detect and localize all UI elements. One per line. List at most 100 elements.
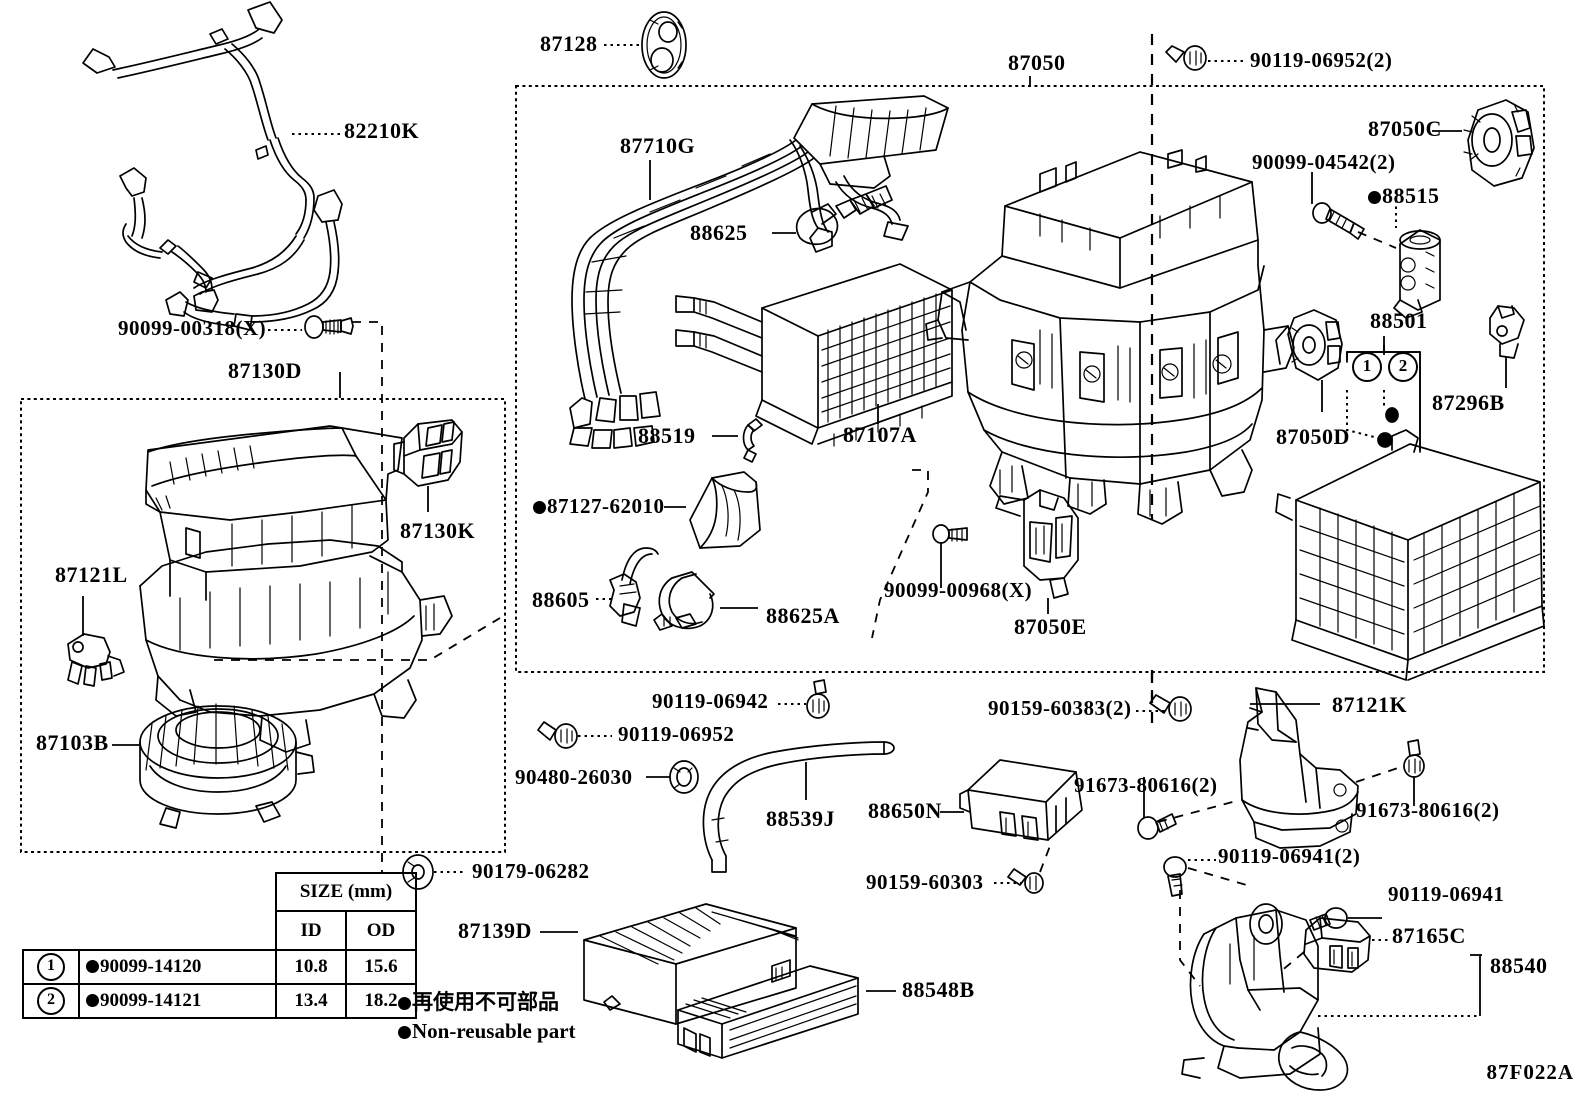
label-87121L: 87121L	[55, 562, 128, 587]
label-90099-00968: 90099-00968(X)	[884, 578, 1033, 602]
label-88548B: 88548B	[902, 977, 975, 1002]
part-88605-sensor	[609, 547, 659, 627]
part-87139D-cabin-filter	[583, 903, 799, 1025]
label-90119-06941: 90119-06941	[1388, 882, 1505, 906]
row-circle-number: 2	[37, 987, 65, 1015]
part-evaporator-core	[1275, 429, 1545, 681]
part-87050-hvac-case	[925, 149, 1295, 525]
label-90119-06941-2: 90119-06941(2)	[1218, 844, 1361, 868]
label-87107A: 87107A	[843, 422, 917, 447]
label-87165C: 87165C	[1392, 923, 1466, 948]
label-87050: 87050	[1008, 50, 1066, 75]
part-90099-00318-screw	[304, 315, 354, 339]
part-90099-04542-2-bolt	[1312, 202, 1365, 240]
label-87128: 87128	[540, 31, 598, 56]
label-87130D: 87130D	[228, 358, 302, 383]
row-id-cell: 10.8	[275, 949, 347, 985]
nonreusable-dot-icon	[1368, 191, 1381, 204]
part-87128-motor	[641, 11, 687, 79]
part-90159-60303-screw	[1007, 868, 1044, 894]
part-87121L-clip	[67, 633, 125, 687]
part-88519-clip	[742, 418, 763, 463]
size-header: SIZE (mm)	[275, 872, 417, 912]
nonreusable-dot-icon	[533, 501, 546, 514]
diagram-code: 87F022A	[1486, 1060, 1574, 1084]
part-88650N-amplifier	[959, 759, 1083, 841]
nonreusable-dot-icon	[398, 1026, 411, 1039]
size-legend-table: SIZE (mm) ID OD 1 90099-14120 10.8 15.6 …	[22, 872, 417, 1019]
label-87121K: 87121K	[1332, 692, 1408, 717]
part-91673-80616-2-bolt-right	[1403, 739, 1425, 778]
part-90480-26030-grommet	[669, 760, 699, 794]
label-82210K: 82210K	[344, 118, 420, 143]
label-88519: 88519	[638, 423, 696, 448]
table-row: 1 90099-14120 10.8 15.6	[22, 949, 417, 985]
label-90119-06952: 90119-06952	[618, 722, 735, 746]
part-87130K-resistor	[393, 419, 463, 487]
label-87050C: 87050C	[1368, 116, 1442, 141]
row-number-cell: 1	[22, 949, 80, 985]
group-box-87130D	[20, 398, 506, 853]
label-87710G: 87710G	[620, 133, 696, 158]
part-87127-62010-seal	[689, 471, 761, 549]
part-88625-clamp	[795, 185, 893, 246]
part-87710G-wiring	[569, 95, 949, 449]
label-90159-60383-2: 90159-60383(2)	[988, 696, 1132, 720]
label-90159-60303: 90159-60303	[866, 870, 984, 894]
label-90179-06282: 90179-06282	[472, 859, 590, 883]
part-88539J-drain-hose	[702, 741, 895, 873]
label-90119-06942: 90119-06942	[652, 689, 769, 713]
row-part-cell: 90099-14121	[78, 983, 277, 1019]
part-87050D-servo	[1287, 309, 1343, 381]
label-87050D: 87050D	[1276, 424, 1350, 449]
part-87165C-sensor	[1303, 917, 1371, 973]
label-88650N: 88650N	[868, 798, 942, 823]
nonreusable-legend: 再使用不可部品 Non-reusable part	[398, 988, 576, 1046]
row-od-cell: 15.6	[345, 949, 417, 985]
label-87130K: 87130K	[400, 518, 476, 543]
part-87130D-blower-assembly	[139, 425, 453, 753]
nonreusable-legend-en: Non-reusable part	[398, 1017, 576, 1046]
label-88515: 88515	[1368, 185, 1440, 207]
row-number-cell: 2	[22, 983, 80, 1019]
part-90119-06942-bolt	[806, 679, 830, 719]
part-87103B-blower-fan	[139, 703, 315, 829]
callout-2: 2	[1388, 352, 1418, 382]
nonreusable-dot-icon	[86, 994, 99, 1007]
part-88501-orings	[1377, 407, 1399, 448]
part-88515-expansion-valve	[1393, 229, 1441, 319]
label-90099-04542-2: 90099-04542(2)	[1252, 150, 1396, 174]
callout-1: 1	[1352, 352, 1382, 382]
label-88501: 88501	[1370, 308, 1428, 333]
label-90099-00318: 90099-00318(X)	[118, 316, 267, 340]
part-87050E-servo	[995, 489, 1079, 599]
nonreusable-dot-icon	[86, 960, 99, 973]
nonreusable-dot-icon	[398, 997, 411, 1010]
part-88548B-evaporator-element	[677, 965, 859, 1059]
part-88540-duct-assembly	[1181, 903, 1349, 1091]
part-87107A-heater-core	[675, 263, 953, 447]
label-88605: 88605	[532, 587, 590, 612]
part-90099-00968-screw	[932, 524, 968, 588]
nonreusable-legend-jp: 再使用不可部品	[398, 988, 576, 1017]
label-88539J: 88539J	[766, 806, 835, 831]
part-87050C-servo	[1463, 99, 1535, 187]
part-88625A-clamp	[653, 571, 715, 631]
part-82210K-harness	[82, 1, 343, 331]
label-87103B: 87103B	[36, 730, 109, 755]
label-88625: 88625	[690, 220, 748, 245]
part-87121K-bracket	[1239, 687, 1359, 849]
part-87296B-grommet	[1489, 305, 1525, 359]
label-87050E: 87050E	[1014, 614, 1087, 639]
label-91673-80616-2-left: 91673-80616(2)	[1074, 773, 1218, 797]
part-90119-06952-2-bolt	[1165, 45, 1207, 71]
label-91673-80616-2-right: 91673-80616(2)	[1356, 798, 1500, 822]
label-88625A: 88625A	[766, 603, 840, 628]
part-90159-60383-2-bolt	[1149, 694, 1192, 722]
label-87127-62010: 87127-62010	[533, 496, 665, 517]
part-90119-06952-bolt	[537, 721, 578, 749]
label-90480-26030: 90480-26030	[515, 765, 633, 789]
table-row: 2 90099-14121 13.4 18.2	[22, 983, 417, 1019]
